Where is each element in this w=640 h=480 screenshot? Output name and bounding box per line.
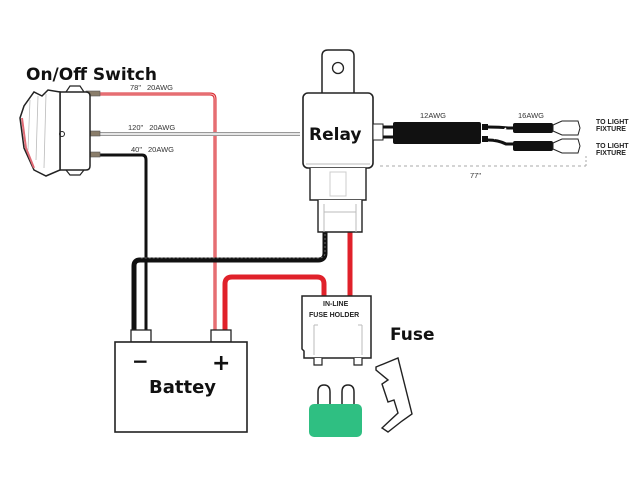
fuse-holder-cover: [375, 357, 413, 433]
fixture-label-2-line2: FIXTURE: [596, 150, 626, 157]
fuse-holder-label-line2: FUSE HOLDER: [309, 312, 359, 319]
on-off-switch: On/Off Switch: [19, 65, 157, 177]
output-harness: 12AWG 16AWG 77" TO LIGHT FIXTURE TO LIGH…: [372, 111, 629, 180]
battery-negative-label: −: [132, 349, 149, 373]
fixture-label-2-line1: TO LIGHT: [596, 143, 629, 150]
switch-label: On/Off Switch: [26, 65, 157, 85]
gauge-12awg: 12AWG: [420, 111, 446, 120]
fuse-label: Fuse: [390, 325, 435, 345]
fixture-label-1-line2: FIXTURE: [596, 126, 626, 133]
relay-label: Relay: [309, 125, 361, 145]
gauge-16awg: 16AWG: [518, 111, 544, 120]
battery-label: Battey: [149, 377, 216, 398]
svg-text:120"20AWG: 120"20AWG: [128, 123, 175, 132]
blade-fuse: [309, 384, 362, 437]
svg-text:78"20AWG: 78"20AWG: [130, 83, 173, 92]
relay: Relay: [302, 49, 374, 233]
output-length: 77": [470, 171, 481, 180]
wire-switch-to-battery-negative: [98, 153, 148, 330]
battery-positive-label: +: [212, 351, 230, 376]
battery: − + Battey: [114, 329, 248, 433]
inline-fuse-holder: IN-LINE FUSE HOLDER: [301, 295, 372, 366]
fuse-holder-label-line1: IN-LINE: [323, 301, 349, 308]
svg-text:40"20AWG: 40"20AWG: [131, 145, 174, 154]
fixture-label-1-line1: TO LIGHT: [596, 119, 629, 126]
wire-battery-to-fuse: [222, 274, 327, 330]
